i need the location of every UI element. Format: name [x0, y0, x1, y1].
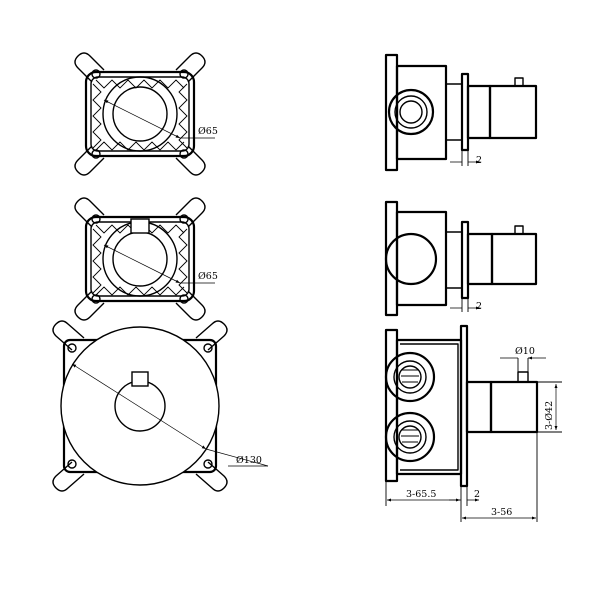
inlet-port: [387, 88, 435, 136]
dimension-label: 2: [476, 155, 482, 166]
handle-side: [488, 84, 538, 140]
mounting-box: [84, 70, 196, 158]
dimension-label: Ø10: [515, 346, 535, 357]
inlet-port-bottom: [384, 411, 436, 463]
front-view-2: Ø65: [74, 197, 218, 321]
side-view-1: 2: [384, 53, 538, 172]
side-view-2: 2: [384, 200, 538, 317]
mounting-box: [84, 215, 196, 303]
handle-circle: [112, 231, 168, 287]
handle-circle: [112, 86, 168, 142]
handle-tab: [131, 371, 149, 387]
handle-side: [489, 380, 539, 434]
inlet-port: [384, 232, 438, 286]
round-plate: [60, 326, 220, 486]
side-view-3: Ø10 3-Ø42 3-65.5 2 3-56: [384, 324, 562, 522]
handle-tab: [130, 218, 150, 234]
dimension-label: 2: [474, 489, 480, 500]
dimension-label: 2: [476, 301, 482, 312]
dimension-label: Ø65: [198, 126, 218, 137]
dimension-label: 3-Ø42: [544, 401, 555, 430]
dimension-label: 3-65.5: [406, 489, 436, 500]
handle-side: [490, 232, 538, 286]
dimension-label: Ø65: [198, 271, 218, 282]
dimension-label: 3-56: [491, 507, 512, 518]
escutcheon-ring: [102, 76, 178, 152]
dimension-label: Ø130: [236, 455, 262, 466]
pin: [517, 371, 529, 383]
front-view-1: Ø65: [74, 52, 218, 176]
inlet-port-top: [384, 351, 436, 403]
front-view-3: Ø130: [52, 320, 269, 492]
